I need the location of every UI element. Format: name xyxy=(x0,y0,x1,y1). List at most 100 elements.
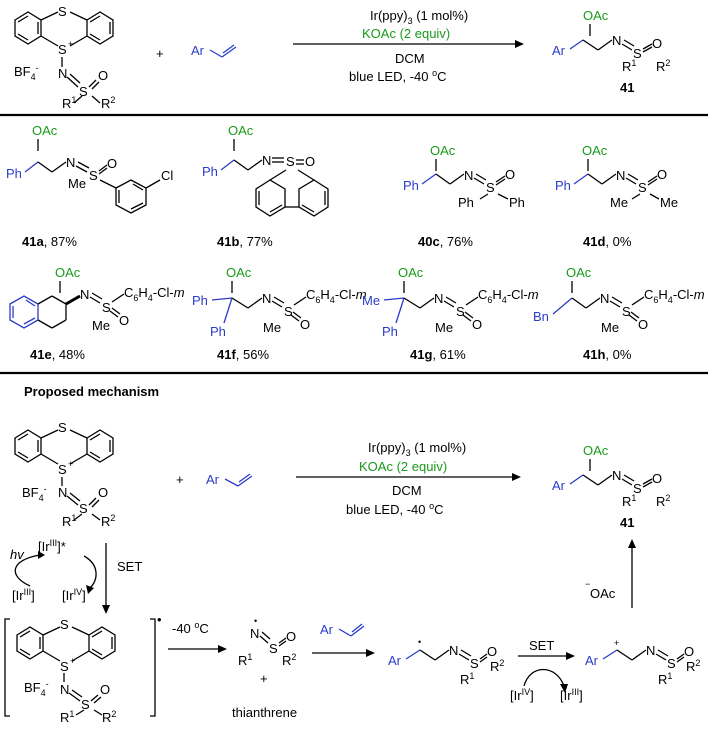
example-41g: OAc Me Ph N S O Me C6H4-Cl-m xyxy=(362,265,539,339)
styrene-aryl: Ar xyxy=(191,43,205,58)
base-label: KOAc (2 equiv) xyxy=(362,26,450,41)
svg-text:R1: R1 xyxy=(238,652,252,668)
radical-cation: • S S + N S O BF4- R1 R2 xyxy=(4,612,162,725)
svg-text:+: + xyxy=(176,472,184,487)
svg-text:S: S xyxy=(60,659,69,674)
svg-text:Me: Me xyxy=(435,320,453,335)
svg-text:Me: Me xyxy=(610,195,628,210)
aryl-tail-41h: C6H4-Cl-m xyxy=(644,287,705,305)
photocatalyst-cycle: hv [IrIII]* [IrIII] [IrIV] SET xyxy=(10,538,142,614)
aryl-41a: Ph xyxy=(6,166,22,181)
example-41h: OAc Bn N S O Me C6H4-Cl-m xyxy=(533,265,705,335)
svg-text:R2: R2 xyxy=(102,709,116,725)
svg-text:OAc: OAc xyxy=(55,265,81,280)
svg-text:O: O xyxy=(487,644,497,659)
svg-text:S: S xyxy=(89,168,98,183)
mechanism-conditions: Ir(ppy)3 (1 mol%) KOAc (2 equiv) DCM blu… xyxy=(296,440,521,517)
product-r2: R2 xyxy=(656,58,670,74)
svg-text:N: N xyxy=(262,153,271,168)
product-aryl: Ar xyxy=(552,43,566,58)
svg-text:S: S xyxy=(58,462,67,477)
svg-text:N: N xyxy=(66,155,75,170)
label-41f: 41f, 56% xyxy=(217,347,269,362)
svg-text:N: N xyxy=(464,168,473,183)
ir3-ground: [IrIII] xyxy=(12,587,35,603)
svg-text:N: N xyxy=(80,287,89,302)
svg-text:Ar: Ar xyxy=(552,478,566,493)
label-41a: 41a, 87% xyxy=(22,234,77,249)
mechanism-title: Proposed mechanism xyxy=(24,384,159,399)
svg-text:R1: R1 xyxy=(460,671,474,687)
product-sulfur: S xyxy=(633,46,642,61)
svg-text:S: S xyxy=(60,617,69,632)
svg-text:O: O xyxy=(638,317,648,332)
svg-text:OAc: OAc xyxy=(228,123,254,138)
svg-text:OAc: OAc xyxy=(566,265,592,280)
solvent-label: DCM xyxy=(395,51,425,66)
svg-text:S: S xyxy=(284,304,293,319)
svg-text:R2: R2 xyxy=(282,652,296,668)
svg-text:N: N xyxy=(262,291,271,306)
styrene: Ar xyxy=(191,43,237,58)
product-oxo: O xyxy=(652,36,662,51)
svg-text:BF4-: BF4- xyxy=(22,484,47,503)
svg-text:S: S xyxy=(269,641,278,656)
svg-text:+: + xyxy=(70,656,75,666)
mechanism-product: OAc Ar N S O R1 R2 41 xyxy=(552,443,670,530)
svg-text:O: O xyxy=(657,167,667,182)
aryl-tail-41e: C6H4-Cl-m xyxy=(124,285,185,303)
svg-text:•: • xyxy=(418,637,421,647)
ir3-excited: [IrIII]* xyxy=(38,538,66,554)
benzylic-radical: Ar • N S O R1 R2 xyxy=(388,637,504,687)
svg-text:Me: Me xyxy=(92,318,110,333)
svg-text:N: N xyxy=(434,291,443,306)
hv-label: hv xyxy=(10,547,25,562)
svg-text:Me: Me xyxy=(68,176,86,191)
svg-text:OAc: OAc xyxy=(430,143,456,158)
sulfoximine-sulfur: S xyxy=(79,84,88,99)
svg-text:Me: Me xyxy=(263,320,281,335)
label-41e: 41e, 48% xyxy=(30,347,85,362)
oxidation-set: SET [IrIV] [IrIII] xyxy=(510,638,583,703)
svg-text:O: O xyxy=(684,644,694,659)
example-41a: OAc Ph N S O Me Cl xyxy=(6,123,173,214)
svg-text:−: − xyxy=(585,579,590,589)
aryl-tail-41f: C6H4-Cl-m xyxy=(306,287,367,305)
mechanism-styrene: Ar xyxy=(206,472,253,487)
svg-text:S: S xyxy=(667,656,676,671)
svg-text:O: O xyxy=(652,471,662,486)
svg-text:Ar: Ar xyxy=(206,472,220,487)
svg-text:S: S xyxy=(622,304,631,319)
mechanism-reagent: S S + N S O BF4- R1 R2 xyxy=(14,420,115,529)
svg-text:S: S xyxy=(470,656,479,671)
aryl2-41f: Ph xyxy=(210,324,226,339)
product-41: OAc Ar N S O R1 R2 41 xyxy=(552,8,670,95)
thianthrenium-reagent: S S + N S O BF4- R1 R2 xyxy=(14,4,115,111)
svg-text:O: O xyxy=(472,317,482,332)
nitrogen-radical: N • S O R1 R2 + thianthrene xyxy=(232,616,297,720)
svg-text:N: N xyxy=(616,168,625,183)
reaction-conditions: Ir(ppy)3 (1 mol%) KOAc (2 equiv) DCM blu… xyxy=(293,8,524,84)
svg-text:S: S xyxy=(286,154,295,169)
aryl-41g: Ph xyxy=(382,324,398,339)
svg-text:O: O xyxy=(100,682,110,697)
svg-text:R2: R2 xyxy=(686,658,700,674)
fragmentation-arrow: -40 oC xyxy=(168,620,227,653)
counterion: BF4- xyxy=(14,63,39,82)
svg-text:O: O xyxy=(305,154,315,169)
svg-text:-40 oC: -40 oC xyxy=(172,620,209,636)
svg-text:R2: R2 xyxy=(101,513,115,529)
label-41g: 41g, 61% xyxy=(410,347,466,362)
svg-text:Ph: Ph xyxy=(458,195,474,210)
alkyl-41h: Bn xyxy=(533,309,549,324)
label-40c: 40c, 76% xyxy=(418,234,473,249)
svg-text:S: S xyxy=(456,304,465,319)
svg-text:N: N xyxy=(60,682,69,697)
svg-text:•: • xyxy=(157,612,162,627)
svg-text:OAc: OAc xyxy=(398,265,424,280)
aryl-41f: Ph xyxy=(192,293,208,308)
svg-text:R1: R1 xyxy=(62,513,76,529)
r2-label: R2 xyxy=(101,95,115,111)
label-41d: 41d, 0% xyxy=(583,234,632,249)
